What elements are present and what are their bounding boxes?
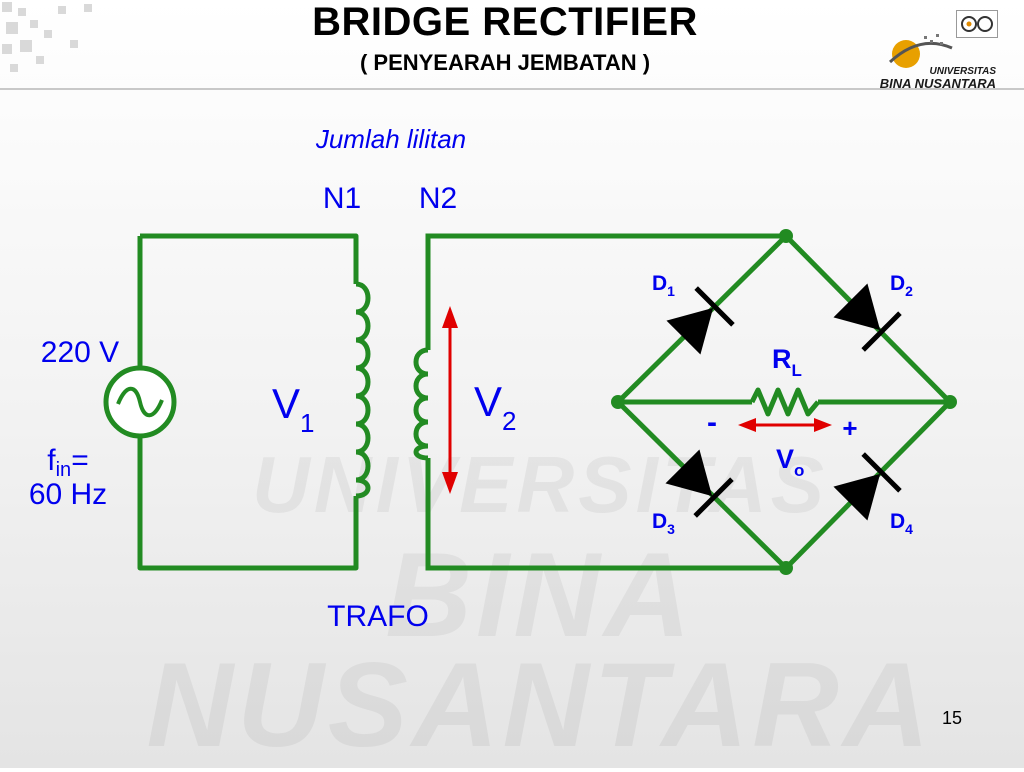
secondary-bottom-wire	[425, 458, 786, 571]
slide-number: 15	[941, 708, 962, 728]
copyright-badge	[956, 10, 998, 38]
title-divider	[0, 88, 1024, 90]
secondary-coil	[413, 347, 429, 461]
v2-subscript: 2	[502, 406, 516, 436]
v1-label: V1	[272, 380, 314, 438]
d3-label: D3	[652, 510, 675, 537]
d1-label: D1	[652, 272, 675, 299]
d2-subscript: 2	[905, 283, 913, 299]
v2-main: V	[474, 378, 502, 425]
rl-subscript: L	[792, 361, 802, 380]
watermark: UNIVERSITAS BINA NUSANTARA	[60, 430, 1020, 772]
decorative-squares	[2, 2, 92, 72]
vo-label: Vo	[776, 444, 804, 480]
frequency-subscript: in	[56, 459, 72, 481]
junction-left	[611, 395, 625, 409]
transformer-label: TRAFO	[327, 600, 429, 633]
junction-dots	[611, 229, 957, 575]
diode-d1	[666, 286, 735, 355]
d2-label: D2	[890, 272, 913, 299]
diode-d3	[665, 449, 734, 518]
v2-label: V2	[474, 378, 516, 436]
junction-right	[943, 395, 957, 409]
vo-double-arrow	[738, 418, 832, 432]
v1-subscript: 1	[300, 408, 314, 438]
vo-minus-sign: -	[707, 406, 717, 439]
diode-d2	[833, 283, 902, 352]
d3-main: D	[652, 510, 667, 533]
secondary-circuit	[425, 233, 786, 571]
source-voltage-label: 220 V	[41, 336, 119, 369]
vo-subscript: o	[794, 461, 804, 480]
n2-label: N2	[419, 182, 457, 215]
primary-coil	[355, 281, 371, 499]
n1-label: N1	[323, 182, 361, 215]
copyright-icon	[961, 16, 993, 32]
page-subtitle: ( PENYEARAH JEMBATAN )	[359, 50, 651, 75]
sine-wave-icon	[116, 386, 164, 418]
primary-top-wire	[140, 233, 359, 284]
vo-plus-sign: +	[842, 413, 857, 443]
logo-line-2: BINA NUSANTARA	[879, 76, 996, 91]
junction-bottom	[779, 561, 793, 575]
logo-line-1: UNIVERSITAS	[929, 66, 997, 77]
frequency-label: fin=	[47, 444, 88, 481]
v1-main: V	[272, 380, 300, 427]
junction-top	[779, 229, 793, 243]
vo-main: V	[776, 444, 794, 474]
d4-subscript: 4	[905, 521, 913, 537]
rl-label: RL	[772, 344, 802, 380]
page-title: BRIDGE RECTIFIER	[312, 0, 698, 44]
load-resistor	[749, 387, 820, 417]
watermark-line-2: BINA NUSANTARA	[146, 528, 934, 772]
d2-main: D	[890, 272, 905, 295]
frequency-equals: =	[71, 444, 89, 477]
d1-subscript: 1	[667, 283, 675, 299]
v2-double-arrow	[442, 306, 458, 494]
frequency-f: f	[47, 444, 56, 477]
d4-main: D	[890, 510, 905, 533]
university-emblem-icon	[888, 34, 953, 68]
rl-main: R	[772, 344, 792, 374]
d4-label: D4	[890, 510, 913, 537]
turns-caption: Jumlah lilitan	[315, 124, 466, 154]
secondary-top-wire	[425, 233, 786, 350]
frequency-value: 60 Hz	[29, 478, 107, 511]
d3-subscript: 3	[667, 521, 675, 537]
diode-d4	[833, 452, 902, 521]
d1-main: D	[652, 272, 667, 295]
